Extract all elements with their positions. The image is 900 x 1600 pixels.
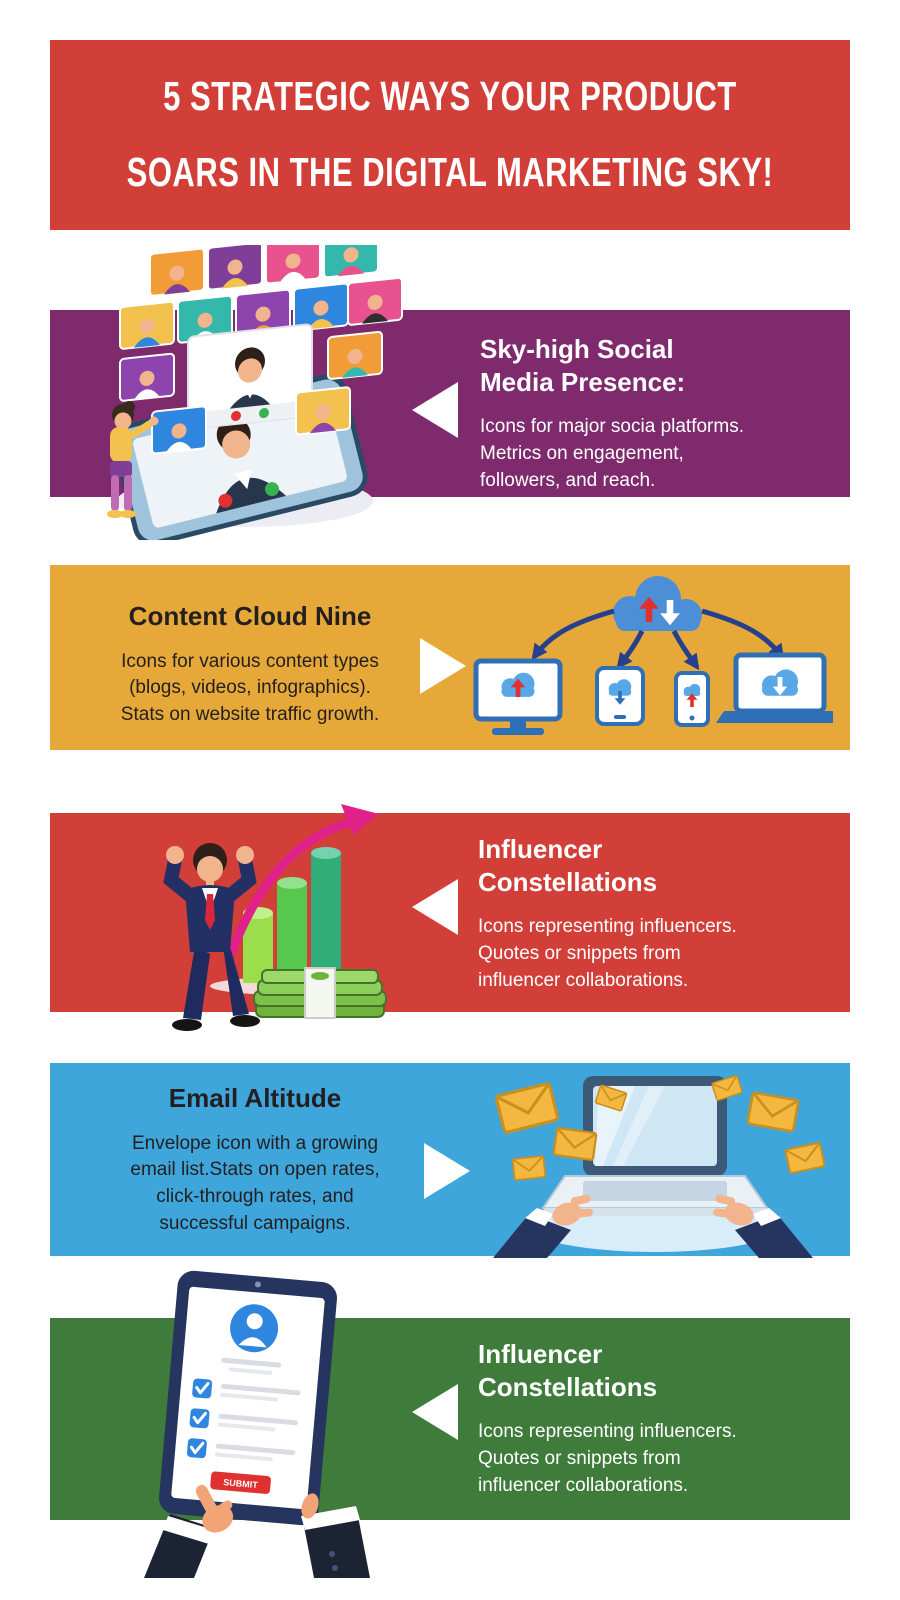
- section-1-text: Sky-high Social Media Presence: Icons fo…: [480, 333, 840, 495]
- right-typing-hand: [713, 1194, 813, 1258]
- email-laptop-illustration: [465, 1068, 840, 1258]
- checklist-row: [189, 1408, 299, 1432]
- section-4-heading: Email Altitude: [168, 1083, 342, 1113]
- section-3-text: Influencer Constellations Icons represen…: [478, 833, 818, 995]
- laptop-icon: [716, 652, 833, 723]
- cloud-content-icon: [473, 576, 833, 735]
- pointing-hand: [144, 1485, 234, 1578]
- title-line-2: SOARS IN THE DIGITAL MARKETING SKY!: [126, 149, 774, 196]
- cloud-content-illustration: [468, 575, 833, 740]
- left-typing-hand: [493, 1194, 593, 1258]
- desktop-monitor-icon: [473, 658, 563, 735]
- pointer-arrow-icon: [412, 1384, 458, 1440]
- section-4-text: Email Altitude Envelope icon with a grow…: [80, 1082, 430, 1238]
- section-1-heading: Sky-high Social Media Presence:: [480, 334, 686, 397]
- tablet-checklist-illustration: SUBMIT: [118, 1258, 378, 1578]
- video-call-grid-illustration: [55, 245, 415, 540]
- section-5-heading: Influencer Constellations: [478, 1339, 658, 1402]
- pointer-arrow-icon: [412, 879, 458, 935]
- section-3-body: Icons representing influencers. Quotes o…: [478, 916, 737, 991]
- tablet-icon: [595, 666, 645, 726]
- video-call-grid-icon: [107, 245, 403, 540]
- growth-arrow-icon: [226, 804, 379, 959]
- businessman: [163, 843, 260, 1031]
- section-3-heading: Influencer Constellations: [478, 834, 658, 897]
- section-2-text: Content Cloud Nine Icons for various con…: [75, 600, 425, 729]
- submit-button: SUBMIT: [210, 1471, 271, 1494]
- holding-arm: [301, 1493, 370, 1578]
- growth-chart-money-icon: [163, 804, 387, 1031]
- pointer-arrow-icon: [412, 382, 458, 438]
- profile-avatar-icon: [230, 1304, 279, 1353]
- title-line-1: 5 STRATEGIC WAYS YOUR PRODUCT: [163, 73, 737, 120]
- section-1-body: Icons for major socia platforms. Metrics…: [480, 416, 744, 491]
- sync-arrows: [531, 608, 785, 671]
- tablet-checklist-icon: SUBMIT: [144, 1270, 370, 1578]
- section-4-body: Envelope icon with a growing email list.…: [130, 1132, 380, 1235]
- section-5-text: Influencer Constellations Icons represen…: [478, 1338, 818, 1500]
- section-5-body: Icons representing influencers. Quotes o…: [478, 1421, 737, 1496]
- submit-button-label: SUBMIT: [223, 1477, 259, 1490]
- tablet-device: SUBMIT: [159, 1270, 337, 1526]
- section-2-heading: Content Cloud Nine: [128, 601, 372, 631]
- money-stack-icon: [253, 967, 387, 1019]
- main-speaker-tile: [187, 323, 313, 430]
- pointer-arrow-icon: [420, 638, 466, 694]
- pointer-arrow-icon: [424, 1143, 470, 1199]
- checklist-row: [186, 1438, 296, 1462]
- bar-chart-icon: [243, 847, 341, 983]
- email-laptop-icon: [493, 1074, 826, 1258]
- standing-woman: [107, 401, 159, 518]
- main-cloud-icon: [613, 576, 702, 631]
- growth-chart-money-illustration: [135, 778, 405, 1043]
- video-tiles-grid: [119, 245, 403, 455]
- checklist-row: [192, 1378, 301, 1402]
- header-banner: 5 STRATEGIC WAYS YOUR PRODUCT SOARS IN T…: [50, 40, 850, 230]
- mobile-phone-icon: [674, 671, 710, 727]
- section-2-body: Icons for various content types (blogs, …: [120, 650, 380, 726]
